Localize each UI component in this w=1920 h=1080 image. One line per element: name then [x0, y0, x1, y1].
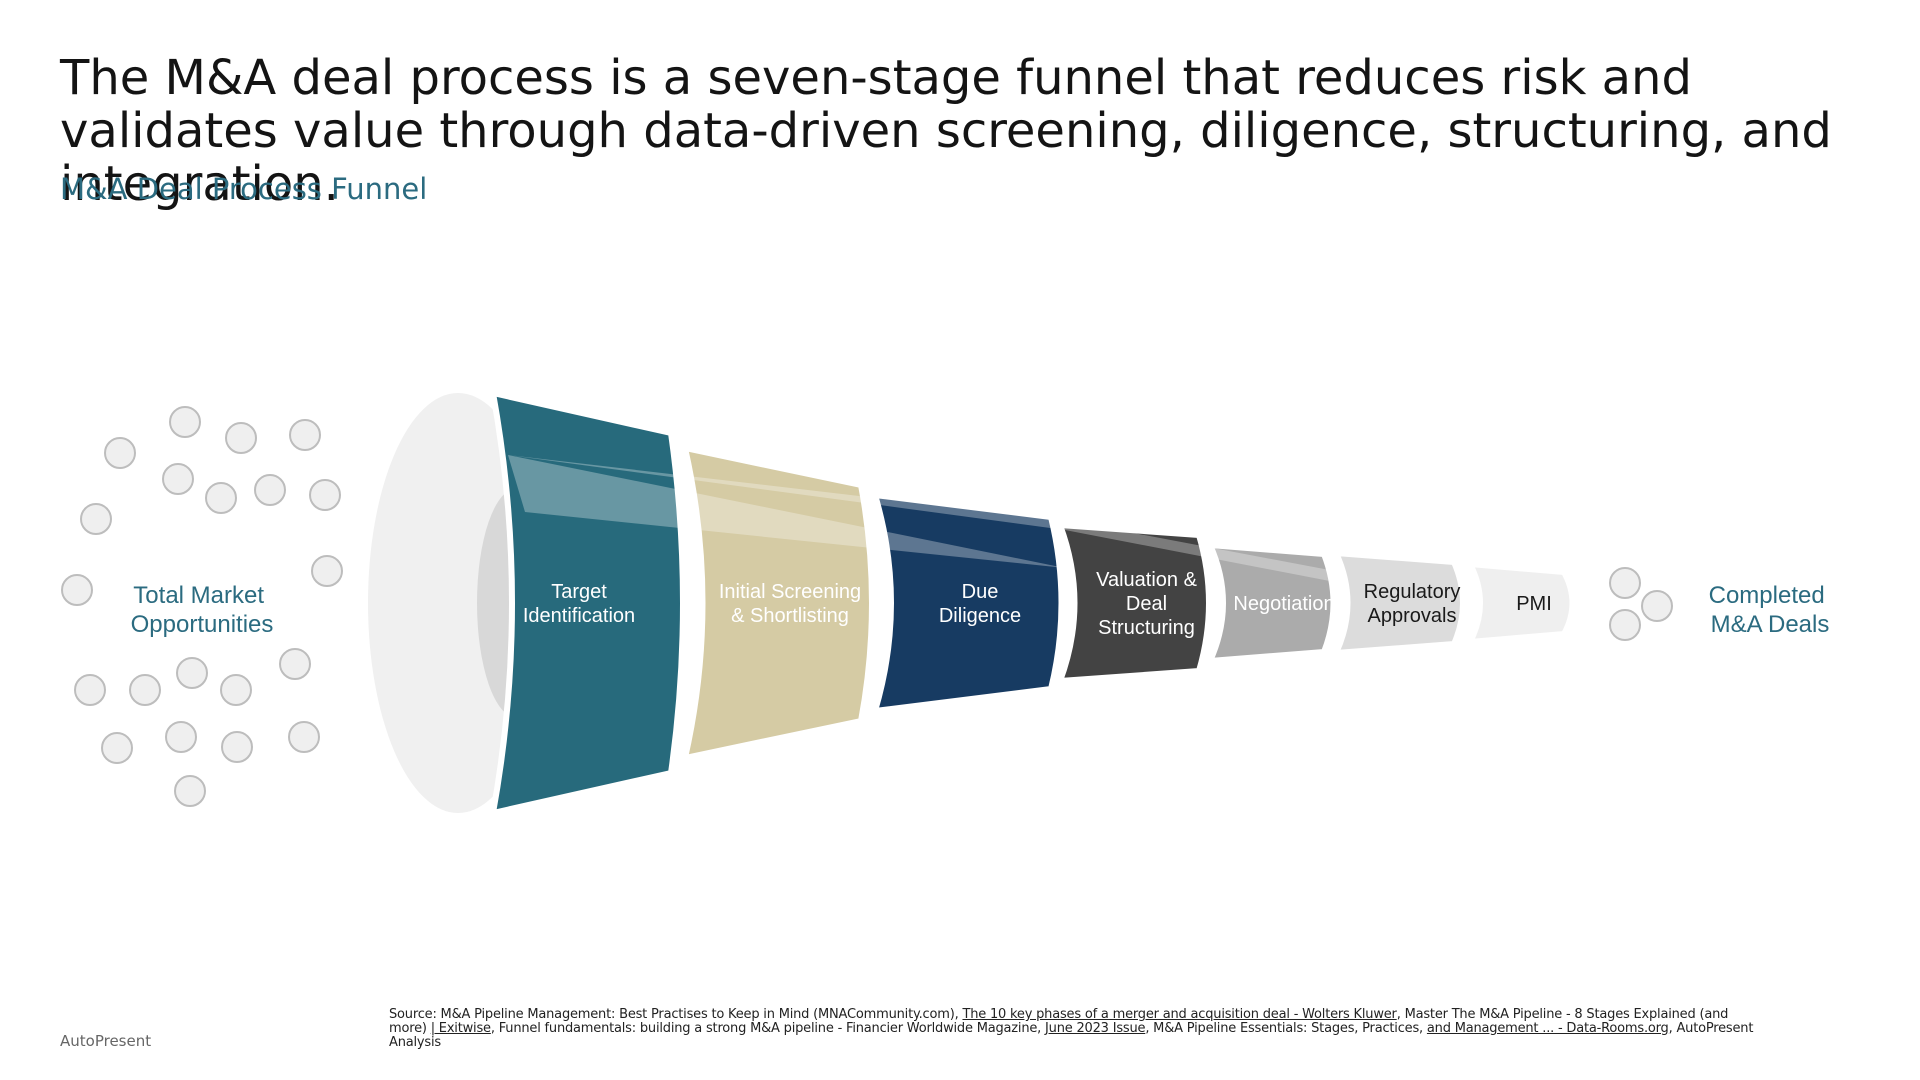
opportunity-bubble [309, 479, 341, 511]
funnel-highlight [508, 455, 1340, 583]
stage-label-line: Valuation & [1096, 569, 1197, 591]
opportunity-bubble [104, 437, 136, 469]
opportunity-bubble [1609, 567, 1641, 599]
funnel-stage-label: Negotiation [1233, 593, 1334, 615]
input-bubbles [61, 406, 343, 807]
source-text: , AutoPresent Analysis [389, 1021, 1754, 1050]
funnel-stage-label: Initial Screening& Shortlisting [719, 581, 861, 627]
opportunity-bubble [221, 731, 253, 763]
source-note: Source: M&A Pipeline Management: Best Pr… [389, 1008, 1759, 1050]
funnel-stage-6 [1331, 549, 1466, 657]
opportunity-bubble [129, 674, 161, 706]
source-link[interactable]: The 10 key phases of a merger and acquis… [962, 1007, 1397, 1022]
source-text: , M&A Pipeline Essentials: Stages, Pract… [1145, 1021, 1427, 1036]
stage-label-line: Structuring [1098, 617, 1195, 639]
stage-label-line: Deal [1126, 593, 1167, 615]
opportunity-bubble [174, 775, 206, 807]
funnel-stage-7 [1464, 560, 1576, 646]
funnel-stage-1 [489, 389, 686, 817]
opportunity-bubble [165, 721, 197, 753]
stage-label-line: Regulatory [1364, 581, 1461, 603]
output-label: Completed M&A Deals [1709, 582, 1832, 638]
funnel-stage-4 [1055, 521, 1212, 685]
funnel-stage-label: PMI [1516, 593, 1552, 615]
opportunity-bubble [101, 732, 133, 764]
stage-label-line: Due [962, 581, 999, 603]
opportunity-bubble [279, 648, 311, 680]
stage-label-line: Identification [523, 605, 635, 627]
funnel-stage-3 [870, 491, 1065, 715]
stage-label-line: Initial Screening [719, 581, 861, 603]
opportunity-bubble [288, 721, 320, 753]
stage-label-line: Approvals [1368, 605, 1457, 627]
opportunity-bubble [74, 674, 106, 706]
funnel-stage-2 [681, 444, 875, 762]
opportunity-bubble [80, 503, 112, 535]
opportunity-bubble [176, 657, 208, 689]
source-link[interactable]: | Exitwise [430, 1021, 491, 1036]
source-link[interactable]: and Management ... - Data-Rooms.org [1426, 1021, 1669, 1036]
source-text: Source: M&A Pipeline Management: Best Pr… [389, 1007, 963, 1022]
stage-label-line: Target [551, 581, 607, 603]
input-label: Total Market Opportunities [131, 582, 274, 638]
stage-label-line: PMI [1516, 593, 1552, 615]
stage-label-line: Diligence [939, 605, 1021, 627]
opportunity-bubble [1641, 590, 1673, 622]
source-text: , Master The M&A Pipeline - 8 Stages Exp… [389, 1007, 1729, 1036]
funnel-stage-5 [1205, 541, 1337, 665]
opportunity-bubble [254, 474, 286, 506]
opportunity-bubble [162, 463, 194, 495]
input-label-line: Opportunities [131, 611, 274, 638]
input-label-line: Total Market [133, 582, 264, 609]
opportunity-bubble [289, 419, 321, 451]
slide-title: The M&A deal process is a seven-stage fu… [60, 50, 1832, 212]
opportunity-bubble [225, 422, 257, 454]
opportunity-bubble [220, 674, 252, 706]
source-link[interactable]: June 2023 Issue [1045, 1021, 1146, 1036]
output-bubbles [1609, 567, 1673, 641]
opportunity-bubble [169, 406, 201, 438]
opportunity-bubble [61, 574, 93, 606]
stage-label-line: & Shortlisting [731, 605, 849, 627]
output-label-line: M&A Deals [1711, 611, 1830, 638]
stage-label-line: Negotiation [1233, 593, 1334, 615]
slide-subtitle: M&A Deal Process Funnel [60, 172, 428, 206]
opportunity-bubble [311, 555, 343, 587]
output-label-line: Completed [1709, 582, 1825, 609]
opportunity-bubble [1609, 609, 1641, 641]
brand-label: AutoPresent [60, 1032, 152, 1050]
opportunity-bubble [205, 482, 237, 514]
source-text: , Funnel fundamentals: building a strong… [490, 1021, 1046, 1036]
